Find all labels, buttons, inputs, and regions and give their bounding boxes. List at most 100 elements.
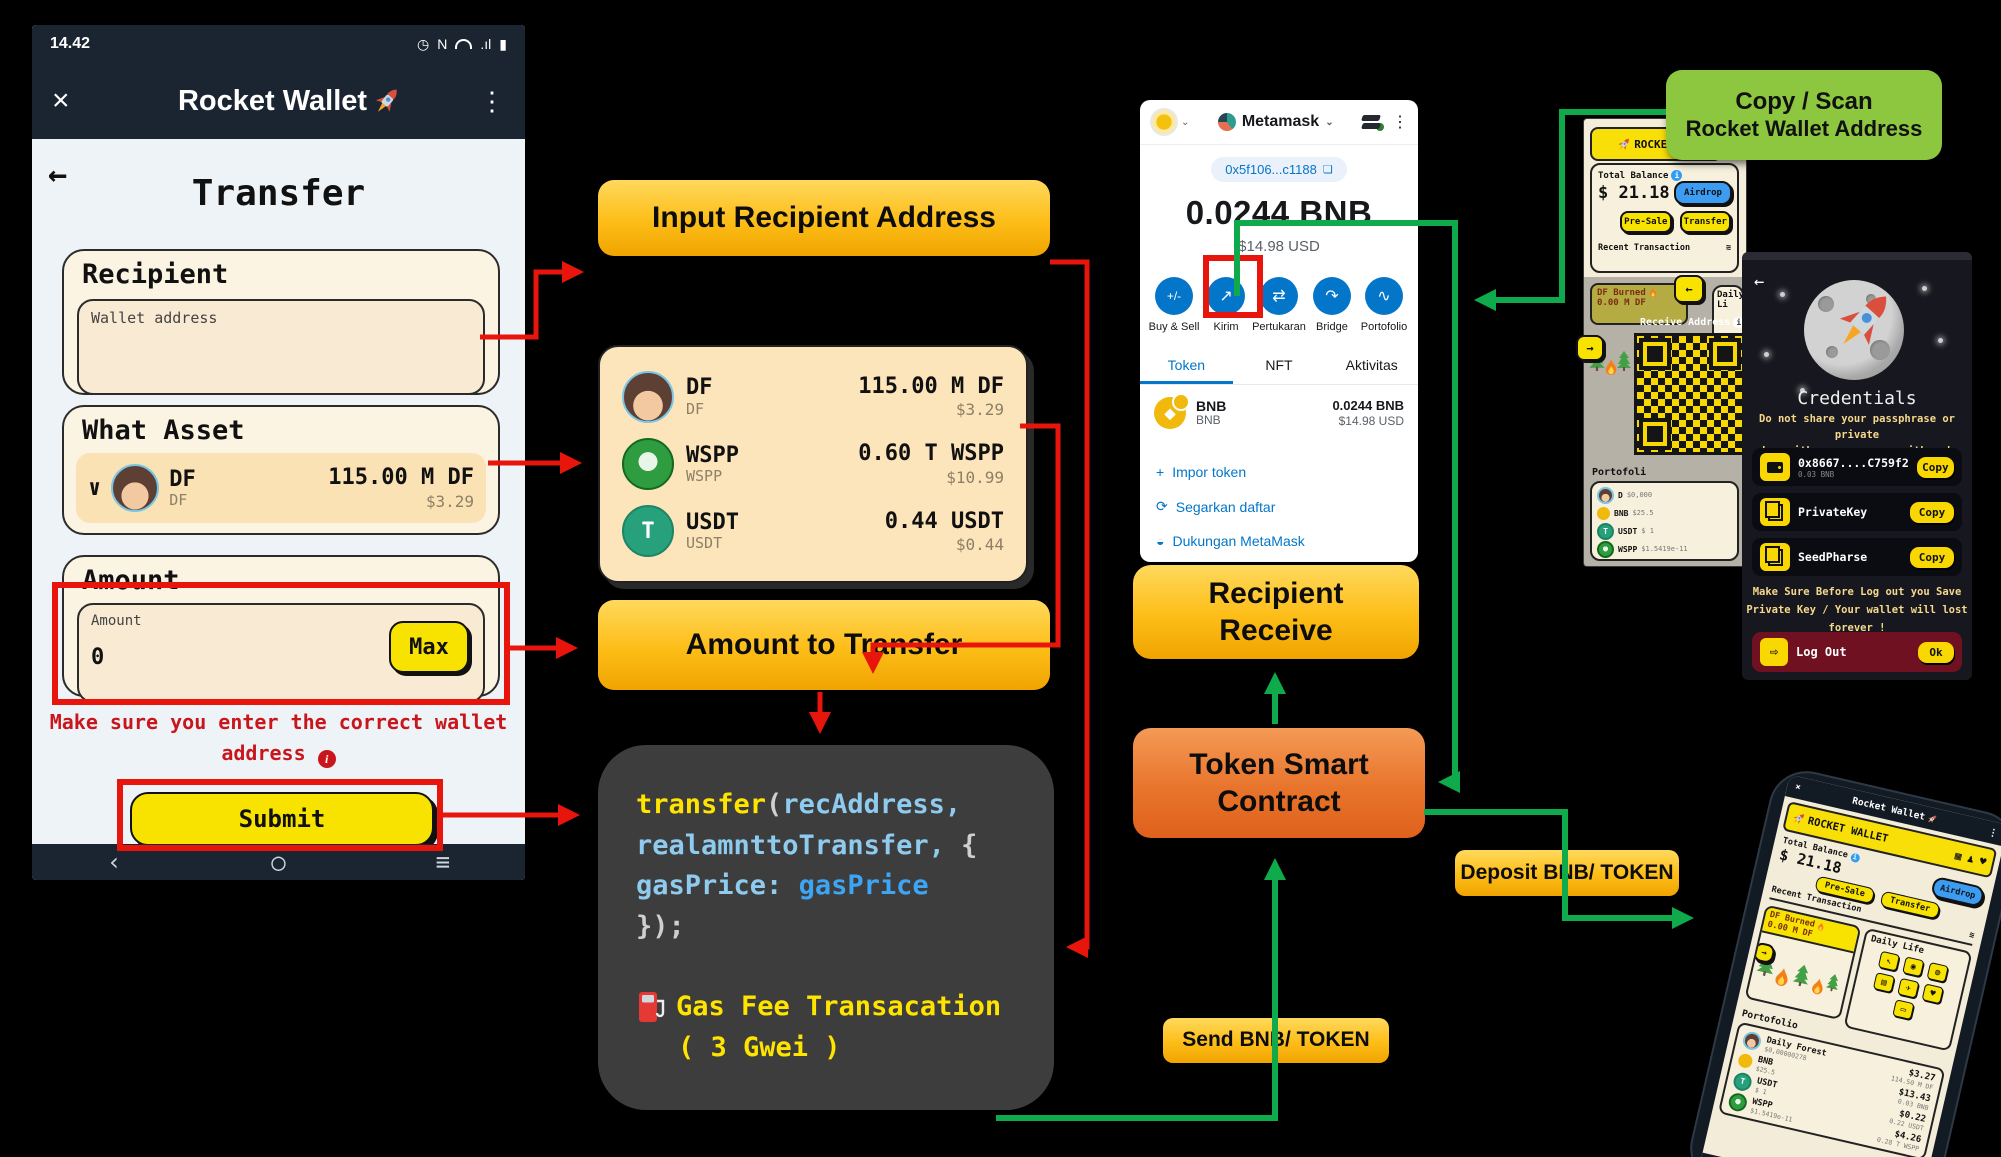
df-token-avatar (1597, 486, 1614, 504)
tilted-wallet-phone: × Rocket Wallet ⋮ ROCKET WALLET ▦ ♟ ♥ (1685, 766, 2001, 1157)
action-swap[interactable]: ⇄ Pertukaran (1252, 277, 1306, 333)
seed-phrase-row: SeedPharse Copy (1752, 538, 1962, 576)
page-title: Transfer (191, 173, 366, 214)
nav-back-icon[interactable]: ‹ (106, 848, 122, 876)
android-nav-bar: ‹ ○ ≡ (32, 844, 525, 880)
wspp-token-avatar (622, 437, 674, 490)
action-send[interactable]: ↗ Kirim (1200, 277, 1252, 333)
asset-section-label: What Asset (82, 415, 245, 446)
daily-life-icon[interactable]: ▤ (1872, 972, 1896, 993)
chevron-down-icon: ⌄ (1325, 116, 1334, 128)
flow-recipient-receive-box: Recipient Receive (1133, 565, 1419, 659)
bnb-token-avatar (1597, 506, 1610, 520)
heart-icon[interactable]: ♥ (1978, 854, 1988, 869)
tab-token[interactable]: Token (1140, 349, 1233, 384)
usdt-token-avatar: T (622, 505, 674, 558)
import-token-link[interactable]: + Impor token (1156, 464, 1247, 480)
token-list-card: DF DF 115.00 M DF $3.29 WSPP WSPP 0.60 T… (598, 345, 1028, 583)
wallet-address-input[interactable]: Wallet address (77, 299, 485, 395)
refresh-list-link[interactable]: ⟳ Segarkan daftar (1156, 498, 1276, 515)
back-icon[interactable]: ← (48, 155, 68, 193)
support-link[interactable]: ◒ Dukungan MetaMask (1156, 533, 1305, 549)
battery-icon: ▮ (499, 35, 507, 52)
help-icon: ◒ (1156, 533, 1165, 549)
copy-seed-button[interactable]: Copy (1910, 546, 1954, 568)
copy-address-button[interactable]: Copy (1916, 456, 1954, 478)
signal-icon: .ıl (480, 36, 492, 52)
menu-kebab-icon[interactable]: ⋮ (479, 85, 505, 116)
tab-nft[interactable]: NFT (1265, 357, 1293, 373)
flow-amount-transfer-box: Amount to Transfer (598, 600, 1050, 690)
transfer-form: ← Transfer Recipient Wallet address What… (32, 139, 525, 846)
portfolio-stack-icon[interactable] (1362, 114, 1385, 132)
qr-marker (1709, 338, 1741, 370)
account-address-pill[interactable]: 0x5f106...c1188 ❏ (1211, 157, 1347, 182)
android-nav-bar: ○ ≡ (1698, 1152, 1921, 1157)
logout-icon: ⇨ (1760, 638, 1788, 666)
token-row-wspp[interactable]: WSPP WSPP 0.60 T WSPP $10.99 (622, 432, 1004, 496)
arrow-recipientbox-to-code (1050, 259, 1090, 958)
info-icon[interactable]: i (317, 750, 336, 769)
chevron-down-icon[interactable]: ≋ (1725, 243, 1731, 253)
mini-portfolio-card: D $0,000 BNB $25.5 T USDT $ 1 WSPP $1.54… (1590, 481, 1739, 561)
tab-bar: Token NFT Aktivitas (1140, 349, 1418, 385)
bnb-token-row[interactable]: ◆ BNB BNB 0.0244 BNB $14.98 USD (1140, 385, 1418, 441)
network-selector[interactable]: Metamask ⌄ (1217, 113, 1334, 131)
swap-icon: ⇄ (1260, 277, 1298, 315)
amount-card: Amount Amount 0 Max (62, 555, 500, 703)
asset-selector[interactable]: ∨ DF DF 115.00 M DF $3.29 (76, 453, 486, 523)
back-icon[interactable]: ← (1754, 272, 1765, 292)
forward-button[interactable]: → (1576, 335, 1604, 361)
action-buy-sell[interactable]: +/- Buy & Sell (1148, 277, 1200, 333)
airdrop-button[interactable]: Airdrop (1674, 181, 1732, 205)
chevron-down-icon: ⌄ (1181, 116, 1190, 128)
flow-copy-scan-box: Copy / Scan Rocket Wallet Address (1666, 70, 1942, 160)
menu-kebab-icon: ⋮ (1987, 826, 2000, 840)
menu-kebab-icon[interactable]: ⋮ (1392, 114, 1408, 131)
daily-life-icon[interactable]: ✈ (1897, 977, 1920, 999)
qr-marker (1639, 338, 1671, 370)
logout-warning: Make Sure Before Log out you Save Privat… (1746, 586, 1968, 634)
recipient-card: Recipient Wallet address (62, 249, 500, 395)
token-row-usdt[interactable]: T USDT USDT 0.44 USDT $0.44 (622, 499, 1004, 563)
person-icon[interactable]: ♟ (1966, 851, 1976, 866)
max-button[interactable]: Max (389, 621, 469, 673)
alarm-icon: ◷ (417, 35, 430, 52)
token-row-df[interactable]: DF DF 115.00 M DF $3.29 (622, 365, 1004, 429)
credentials-title: Credentials (1797, 388, 1917, 409)
grid-icon[interactable]: ▦ (1953, 848, 1964, 863)
mini-balance-card: Total Balance i $ 21.18 Airdrop Pre-Sale… (1590, 163, 1739, 273)
mini-wallet-screenshot: ROCKET WA Total Balance i $ 21.18 Airdro… (1576, 118, 1747, 567)
copy-private-key-button[interactable]: Copy (1910, 501, 1954, 523)
back-button[interactable]: ← (1674, 275, 1704, 303)
usdt-token-avatar: T (1731, 1070, 1754, 1093)
logout-ok-button[interactable]: Ok (1918, 641, 1954, 663)
account-avatar[interactable] (1150, 108, 1178, 136)
action-bridge[interactable]: ↷ Bridge (1306, 277, 1358, 333)
fuel-pump-icon (636, 989, 666, 1025)
nav-home-icon[interactable]: ○ (271, 848, 286, 876)
balance-amount: 0.0244 BNB (1185, 194, 1373, 231)
daily-life-icon[interactable]: ↖ (1877, 950, 1901, 972)
nav-menu-icon[interactable]: ≡ (435, 848, 451, 876)
status-bar: 14.42 ◷ N .ıl ▮ (32, 25, 525, 63)
close-icon: × (1794, 782, 1802, 794)
rocket-icon (1615, 134, 1634, 153)
chevron-down-icon[interactable]: ≋ (1968, 930, 1976, 942)
transfer-button[interactable]: Transfer (1679, 211, 1731, 233)
info-icon: i (1671, 170, 1683, 181)
daily-life-icon[interactable]: ♥ (1921, 983, 1944, 1005)
tab-activity[interactable]: Aktivitas (1345, 357, 1398, 373)
df-token-avatar (622, 370, 674, 423)
close-icon[interactable]: × (52, 84, 70, 117)
daily-life-icon[interactable]: ◉ (1902, 956, 1925, 978)
app-bar: × Rocket Wallet ⋮ (32, 63, 525, 139)
daily-life-icon[interactable]: ◍ (1926, 961, 1949, 983)
action-portfolio[interactable]: ∿ Portofolio (1358, 277, 1410, 333)
presale-button[interactable]: Pre-Sale (1620, 211, 1672, 233)
daily-life-icon[interactable]: ▭ (1892, 999, 1915, 1021)
submit-button[interactable]: Submit (130, 792, 434, 846)
status-time: 14.42 (50, 35, 91, 52)
flame-icon (1649, 288, 1657, 298)
